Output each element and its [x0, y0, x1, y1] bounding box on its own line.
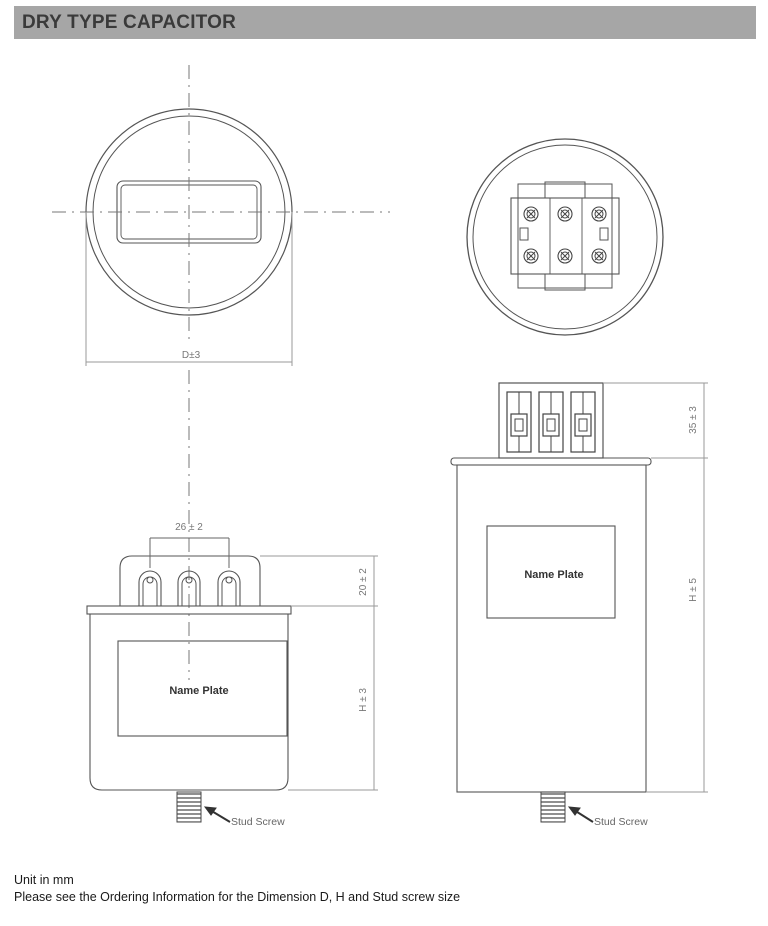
name-plate-large-label: Name Plate — [524, 569, 583, 581]
ordering-note: Please see the Ordering Information for … — [14, 890, 461, 904]
screw-icon — [591, 248, 607, 264]
stud-screw-large — [540, 791, 566, 823]
height-large-label: H ± 5 — [688, 578, 699, 602]
screw-icon — [557, 248, 573, 264]
diameter-dimension — [85, 212, 293, 366]
name-plate-large — [486, 525, 616, 619]
header-bar: DRY TYPE CAPACITOR — [14, 6, 756, 39]
side-view-small — [86, 555, 292, 791]
terminal-icon — [217, 570, 241, 606]
terminal-icon — [538, 391, 564, 453]
top-view-large — [466, 138, 664, 336]
terminal-height-large-label: 35 ± 3 — [688, 406, 699, 434]
page-title: DRY TYPE CAPACITOR — [22, 12, 237, 33]
stud-screw-small — [176, 791, 202, 823]
terminal-screws — [523, 206, 607, 264]
terminal-spacing-dimension — [149, 537, 230, 568]
screw-icon — [591, 206, 607, 222]
center-lines — [52, 65, 390, 680]
screw-icon — [523, 206, 539, 222]
diameter-label: D±3 — [182, 350, 201, 361]
stud-screw-arrow-small — [203, 806, 231, 823]
terminals-small — [138, 570, 241, 606]
terminal-spacing-label: 26 ± 2 — [175, 522, 203, 533]
screw-icon — [557, 206, 573, 222]
terminals-large — [506, 391, 596, 453]
height-dimension-small — [260, 555, 378, 791]
screw-icon — [523, 248, 539, 264]
terminal-icon — [570, 391, 596, 453]
terminal-icon — [138, 570, 162, 606]
stud-screw-arrow-large — [567, 806, 594, 823]
terminal-icon — [506, 391, 532, 453]
height-small-label: H ± 3 — [358, 688, 369, 712]
terminal-icon — [177, 570, 201, 606]
stud-screw-small-label: Stud Screw — [231, 816, 285, 828]
name-plate-small-label: Name Plate — [169, 685, 228, 697]
stud-screw-large-label: Stud Screw — [594, 816, 648, 828]
terminal-height-small-label: 20 ± 2 — [358, 568, 369, 596]
unit-note: Unit in mm — [14, 873, 74, 887]
height-dimension-large — [603, 382, 708, 793]
name-plate-small — [117, 640, 288, 737]
